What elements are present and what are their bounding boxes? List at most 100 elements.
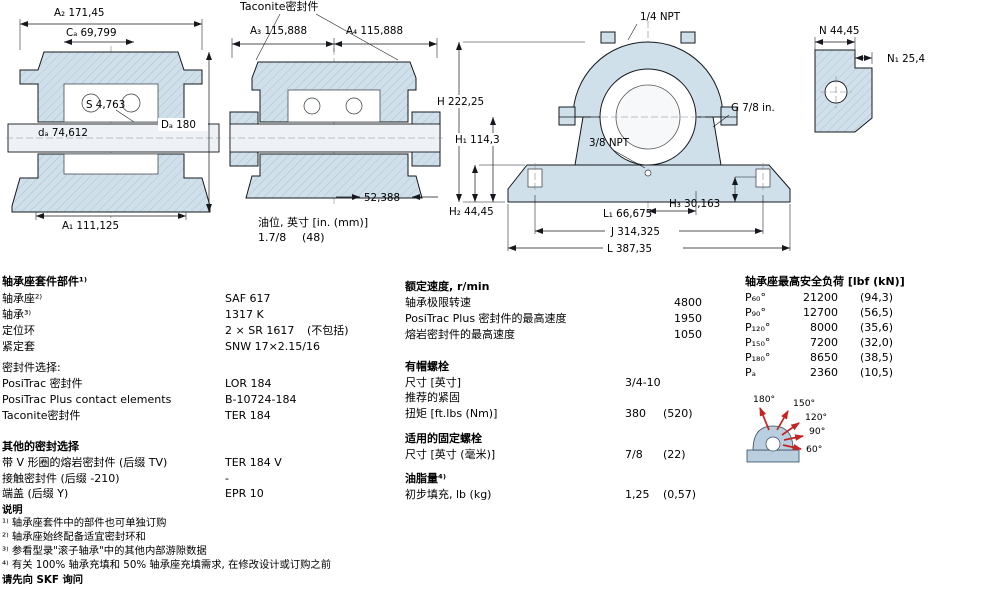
taconite-title: Taconite密封件 <box>240 0 319 13</box>
anchor-bolt-header: 适用的固定螺栓 <box>405 432 482 445</box>
row-label: 初步填充, lb (kg) <box>405 488 492 501</box>
load-lbf: 7200 <box>810 336 838 349</box>
dim-J: J 314,325 <box>610 226 660 238</box>
load-kn: (38,5) <box>860 351 894 364</box>
cap-screw-header: 有帽螺栓 <box>405 360 449 373</box>
load-label: P₁₂₀° <box>745 321 771 334</box>
end-cap-section <box>814 49 873 133</box>
bearing-section <box>287 89 381 123</box>
row-label: PosiTrac Plus contact elements <box>2 393 172 406</box>
housing-base <box>507 164 791 203</box>
shaft-section <box>228 123 443 153</box>
load-direction-arrows <box>759 406 805 451</box>
dim-da-shaft: dₐ 74,612 <box>38 127 88 139</box>
row-label: 轴承座²⁾ <box>2 292 43 305</box>
row-value: TER 184 V <box>225 456 282 469</box>
drawing-axial-section-taconite: A₃ 115,888 A₄ 115,888 <box>228 13 443 204</box>
row-label: 熔岩密封件的最高速度 <box>405 328 515 341</box>
row-value: 2 × SR 1617 <box>225 324 295 337</box>
angle-label-90: 90° <box>809 426 825 437</box>
seal-choice-header: 密封件选择: <box>2 361 61 374</box>
row-label: 端盖 (后缀 Y) <box>2 487 69 500</box>
load-direction-diagram: 180° 150° 120° 90° 60° <box>746 394 827 463</box>
row-value: 3/4-10 <box>625 376 661 389</box>
row-value: - <box>225 472 229 485</box>
row-label: 接触密封件 (后缀 -210) <box>2 472 120 485</box>
drawing-axial-section-standard: A₂ 171,45 Cₐ 69,799 S 4,763 dₐ 74,612 Dₐ… <box>6 7 221 232</box>
row-label: 带 V 形圈的熔岩密封件 (后缀 TV) <box>2 456 168 469</box>
dim-a3: A₃ 115,888 <box>250 25 307 37</box>
dim-G: G 7/8 in. <box>731 102 775 114</box>
row-value: 380 <box>625 407 646 420</box>
row-label: 轴承³⁾ <box>2 308 32 321</box>
dim-seal-height: 52,388 <box>364 192 400 204</box>
angle-label-60: 60° <box>806 444 822 455</box>
row-note: (不包括) <box>307 324 349 337</box>
row-label: PosiTrac Plus 密封件的最高速度 <box>405 312 567 325</box>
angle-label-150: 150° <box>793 398 815 409</box>
grease-fitting <box>644 169 652 177</box>
other-seal-header: 其他的密封选择 <box>2 440 79 453</box>
row-label: 尺寸 [英寸 (毫米)] <box>405 448 496 461</box>
dim-npt-side: 3/8 NPT <box>589 137 630 149</box>
load-label: P₁₅₀° <box>745 336 771 349</box>
load-lbf: 2360 <box>810 366 838 379</box>
dim-H: H 222,25 <box>437 96 484 108</box>
drawing-end-view: N 44,45 N₁ 25,4 <box>814 25 925 133</box>
row-value-metric: (22) <box>663 448 686 461</box>
housing-base-section <box>245 153 423 199</box>
load-lbf: 12700 <box>803 306 838 319</box>
housing-cap-section <box>19 51 203 123</box>
row-label: 轴承极限转速 <box>405 296 471 309</box>
load-label: P₆₀° <box>745 291 766 304</box>
load-label: P₉₀° <box>745 306 766 319</box>
base-bolt-slots <box>527 163 771 193</box>
row-label: 扭矩 [ft.lbs (Nm)] <box>405 407 498 420</box>
angle-label-180: 180° <box>753 394 775 405</box>
dim-Da: Dₐ 180 <box>161 119 196 131</box>
note-item: ³⁾ 参看型录"滚子轴承"中的其他内部游隙数据 <box>2 545 207 557</box>
row-label: 定位环 <box>2 324 35 337</box>
row-value: TER 184 <box>225 409 271 422</box>
note-item: ²⁾ 轴承座始终配备适宜密封环和 <box>2 531 146 543</box>
load-label: P₁₈₀° <box>745 351 771 364</box>
row-label: PosiTrac 密封件 <box>2 377 83 390</box>
row-value: SNW 17×2.15/16 <box>225 340 320 353</box>
row-label: 推荐的紧固 <box>405 391 460 404</box>
load-kn: (35,6) <box>860 321 894 334</box>
note-footer: 请先向 SKF 询问 <box>2 574 84 586</box>
load-header: 轴承座最高安全负荷 [lbf (kN)] <box>745 275 905 288</box>
load-kn: (32,0) <box>860 336 894 349</box>
housing-base-section <box>11 153 211 213</box>
row-value: 1317 K <box>225 308 264 321</box>
oil-level-inch: 1.7/8 <box>258 231 287 244</box>
angle-label-120: 120° <box>805 412 827 423</box>
row-value: SAF 617 <box>225 292 271 305</box>
left-header: 轴承座套件部件¹⁾ <box>2 275 87 288</box>
dim-ca: Cₐ 69,799 <box>66 27 117 39</box>
note-item: ⁴⁾ 有关 100% 轴承充填和 50% 轴承座充填需求, 在修改设计或订购之前 <box>2 559 332 571</box>
pillow-block-icon <box>746 425 800 463</box>
row-value: B-10724-184 <box>225 393 297 406</box>
dim-s: S 4,763 <box>86 99 125 111</box>
load-kn: (10,5) <box>860 366 894 379</box>
row-label: Taconite密封件 <box>2 409 81 422</box>
row-value-metric: (0,57) <box>663 488 697 501</box>
shaft-section <box>6 123 221 153</box>
row-value: EPR 10 <box>225 487 264 500</box>
dim-H3: H₃ 30,163 <box>669 198 720 210</box>
grease-header: 油脂量⁴⁾ <box>405 472 446 485</box>
row-value: 1,25 <box>625 488 650 501</box>
speed-header: 额定速度, r/min <box>405 280 490 293</box>
dim-a4: A₄ 115,888 <box>346 25 403 37</box>
row-value: 1950 <box>674 312 702 325</box>
row-label: 紧定套 <box>2 340 35 353</box>
dim-a2: A₂ 171,45 <box>54 7 104 19</box>
drawing-side-elevation: 1/4 NPT H 222,25 H₁ 114,3 H₂ 44,45 3/8 N… <box>435 11 791 255</box>
row-value: 4800 <box>674 296 702 309</box>
dim-L1: L₁ 66,675 <box>603 208 652 220</box>
notes-header: 说明 <box>2 504 23 516</box>
dim-N: N 44,45 <box>819 25 859 37</box>
oil-level-label: 油位, 英寸 [in. (mm)] <box>258 216 369 229</box>
